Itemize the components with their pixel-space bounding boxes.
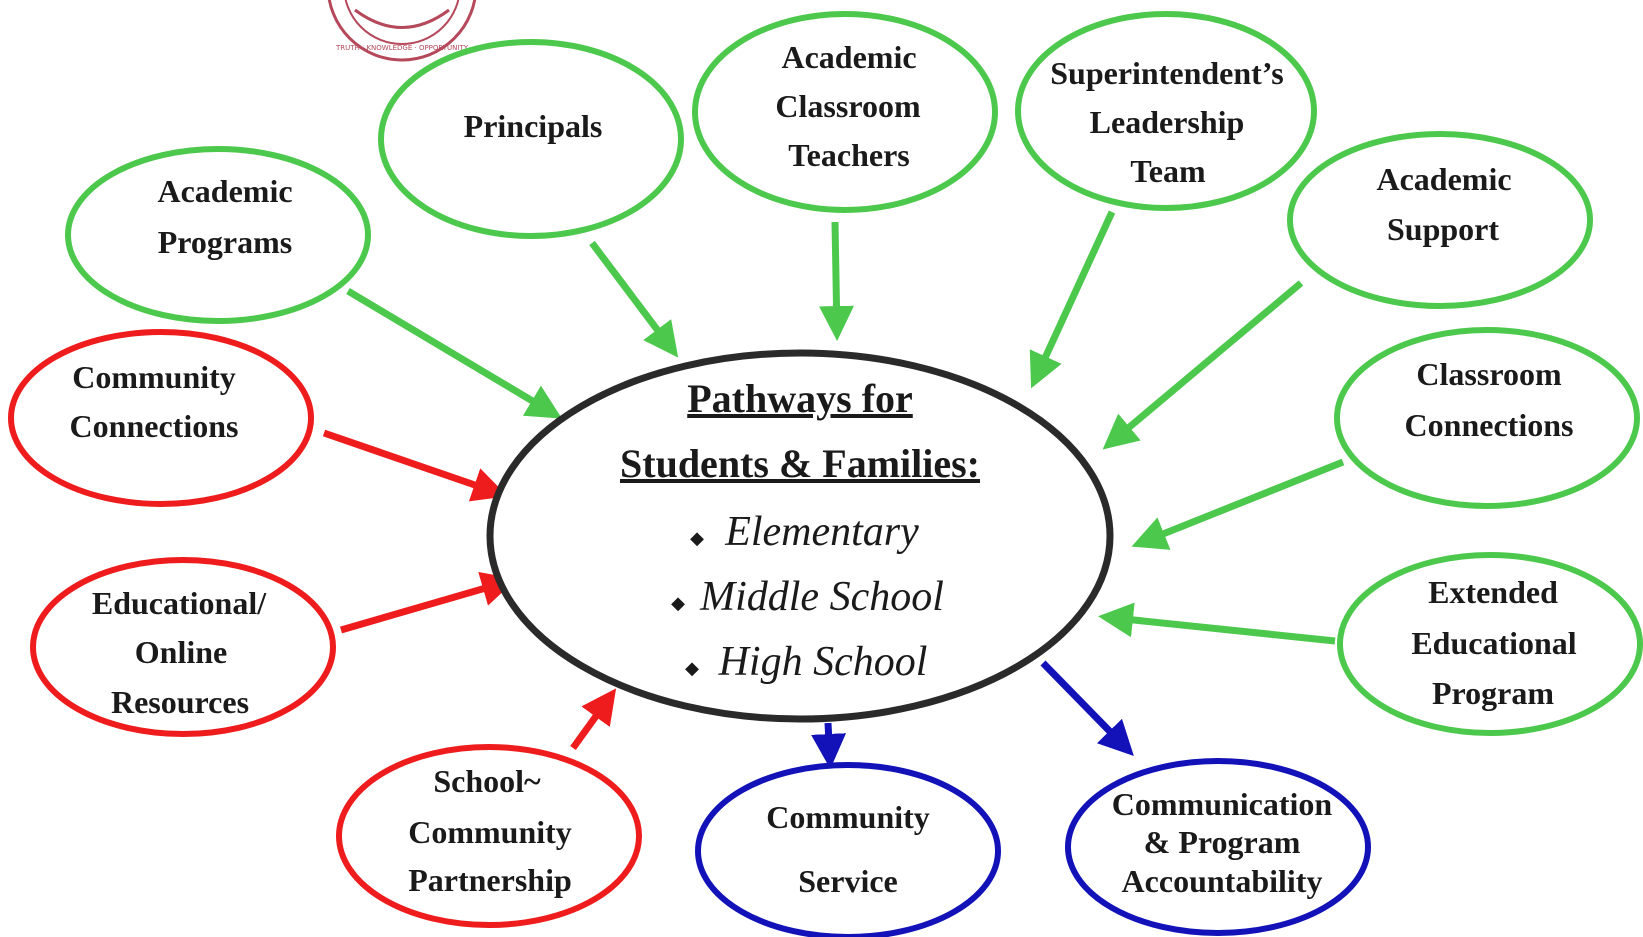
node-superintendents-leadership-team: Superintendent’s Leadership Team — [1015, 11, 1317, 211]
node-communication-program-accountability: Communication & Program Accountability — [1065, 758, 1371, 936]
node-label-line: Program — [1432, 675, 1554, 711]
node-label-line: Educational/ — [92, 585, 267, 621]
node-label-line: Academic — [157, 173, 292, 209]
center-item-elementary: Elementary — [724, 509, 919, 555]
node-label-line: Superintendent’s — [1050, 55, 1284, 91]
node-label-line: Service — [798, 863, 898, 899]
node-classroom-connections: Classroom Connections — [1334, 327, 1640, 509]
arrow-classroom-connections — [1131, 458, 1345, 550]
node-school-community-partnership: School~ Community Partnership — [336, 744, 642, 928]
node-academic-support: Academic Support — [1287, 131, 1593, 309]
center-node: Pathways for Students & Families: ◆ Elem… — [486, 349, 1114, 723]
node-label-line: Extended — [1428, 574, 1558, 610]
node-label-line: Partnership — [408, 862, 572, 898]
node-extended-educational-program: Extended Educational Program — [1337, 552, 1643, 736]
center-item-high-school: High School — [718, 639, 928, 685]
node-academic-programs: Academic Programs — [65, 146, 371, 324]
node-community-service: Community Service — [695, 762, 1001, 937]
node-label-line: Educational — [1411, 625, 1576, 661]
arrow-community-connections — [322, 429, 508, 502]
seal-motto: TRUTH · KNOWLEDGE · OPPORTUNITY — [335, 44, 469, 52]
node-label-line: Community — [72, 359, 236, 395]
node-label-line: Classroom — [775, 88, 921, 124]
node-label-line: Academic — [1376, 161, 1511, 197]
arrow-superintendents-leadership-team — [1029, 210, 1116, 389]
bullet-icon: ◆ — [671, 593, 685, 614]
node-label-line: Academic — [781, 39, 916, 75]
node-label-line: Teachers — [788, 137, 909, 173]
district-seal-logo: TRUTH · KNOWLEDGE · OPPORTUNITY — [327, 0, 477, 62]
node-label-line: Community — [408, 814, 572, 850]
arrow-principals — [589, 240, 679, 358]
node-label-line: School~ — [433, 763, 541, 799]
arrow-academic-support — [1102, 280, 1304, 450]
bullet-icon: ◆ — [685, 658, 699, 679]
node-label-line: Resources — [111, 684, 249, 720]
node-label-line: Connections — [1405, 407, 1574, 443]
node-academic-classroom-teachers: Academic Classroom Teachers — [692, 11, 998, 213]
arrow-extended-educational-program — [1098, 602, 1336, 645]
node-community-connections: Community Connections — [8, 329, 314, 507]
center-item-middle-school: Middle School — [699, 574, 944, 620]
node-label-line: Accountability — [1122, 863, 1323, 899]
center-title-line1: Pathways for — [687, 376, 913, 421]
arrow-academic-programs — [346, 287, 563, 419]
arrow-community-service — [811, 722, 847, 769]
node-label-line: Programs — [158, 224, 292, 260]
arrow-academic-classroom-teachers — [819, 221, 854, 341]
node-label-line: Community — [766, 799, 930, 835]
arrow-educational-online-resources — [340, 571, 517, 634]
node-label-line: Leadership — [1090, 104, 1245, 140]
arrows — [322, 210, 1345, 769]
node-educational-online-resources: Educational/ Online Resources — [30, 557, 336, 737]
arrow-communication-program-accountability — [1040, 660, 1134, 757]
node-label-line: & Program — [1144, 824, 1301, 860]
node-label-line: Classroom — [1416, 356, 1562, 392]
node-label-line: Communication — [1112, 786, 1333, 822]
node-principals: Principals — [378, 39, 684, 239]
node-label-line: Connections — [70, 408, 239, 444]
center-title-line2: Students & Families: — [620, 441, 980, 486]
node-label-line: Support — [1387, 211, 1499, 247]
node-label-line: Principals — [464, 108, 603, 144]
node-label-line: Team — [1130, 153, 1206, 189]
bullet-icon: ◆ — [690, 528, 704, 549]
node-label-line: Online — [135, 634, 227, 670]
arrow-school-community-partnership — [570, 688, 617, 751]
